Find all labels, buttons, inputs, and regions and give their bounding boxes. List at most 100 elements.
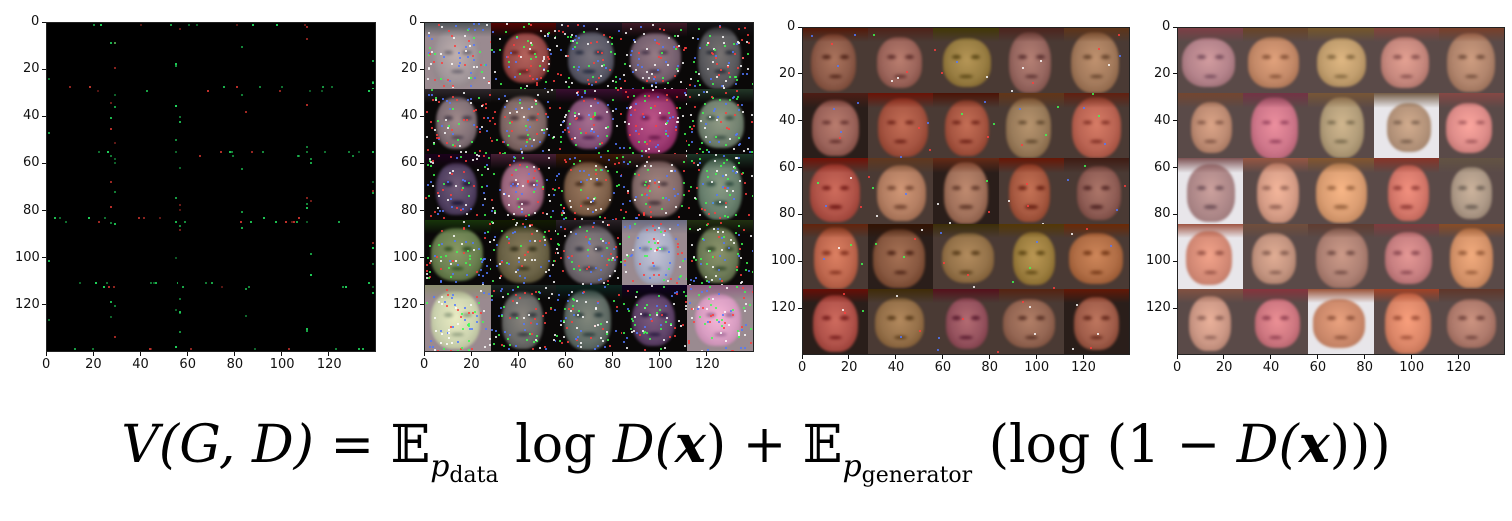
face-sample: [876, 164, 927, 222]
face-sample: [944, 99, 990, 157]
y-tick-mark: [42, 68, 46, 70]
y-tick-label: 0: [31, 14, 40, 29]
grid-cell: [933, 28, 999, 94]
x-tick-label: 100: [269, 357, 295, 372]
formula-x: x: [674, 414, 706, 475]
y-tick-label: 60: [779, 159, 796, 175]
y-tick-mark: [798, 307, 802, 309]
grid-cell: [309, 154, 375, 220]
face-sample: [1319, 97, 1365, 159]
x-tick-mark: [659, 352, 661, 356]
grid-cell: [178, 23, 244, 89]
grid-cell: [243, 219, 310, 286]
y-tick-mark: [420, 21, 424, 23]
generated-image-grid: [802, 27, 1130, 355]
formula-log: log: [498, 415, 613, 475]
face-sample: [942, 37, 992, 88]
y-tick-label: 20: [1154, 65, 1171, 81]
grid-cell: [998, 93, 1064, 159]
grid-cell: [1178, 158, 1244, 224]
x-tick-label: 80: [604, 357, 622, 372]
grid-cell: [1178, 223, 1244, 289]
grid-cell: [556, 23, 622, 89]
x-tick-label: 100: [1399, 360, 1425, 375]
face-sample: [435, 97, 478, 150]
x-tick-mark: [281, 352, 283, 356]
formula-close: ))): [1329, 415, 1391, 475]
x-tick-label: 0: [42, 357, 51, 372]
x-tick-label: 120: [1446, 360, 1471, 375]
y-tick-mark: [420, 210, 424, 212]
face-sample: [502, 32, 549, 83]
generated-image-grid: [46, 22, 376, 352]
grid-cell: [1438, 28, 1504, 94]
y-tick-mark: [420, 68, 424, 70]
grid-cell: [998, 288, 1064, 354]
grid-cell: [556, 154, 622, 220]
y-tick-label: 120: [1146, 300, 1171, 316]
grid-cell: [1308, 288, 1374, 354]
x-tick-label: 20: [840, 360, 858, 375]
x-tick-mark: [1317, 355, 1319, 359]
x-tick-mark: [895, 355, 897, 359]
grid-cell: [1243, 223, 1309, 289]
y-tick-label: 100: [771, 253, 796, 269]
y-tick-label: 40: [1154, 112, 1171, 128]
face-sample: [694, 294, 741, 347]
face-sample: [696, 226, 739, 283]
x-tick-mark: [1035, 355, 1037, 359]
face-sample: [877, 98, 929, 158]
x-tick-mark: [801, 355, 803, 359]
x-tick-mark: [423, 352, 425, 356]
x-tick-mark: [470, 352, 472, 356]
grid-cell: [243, 88, 310, 155]
grid-cell: [112, 88, 179, 155]
grid-cell: [1178, 93, 1244, 159]
y-tick-mark: [798, 213, 802, 215]
x-tick-label: 40: [132, 357, 149, 372]
face-sample: [431, 28, 481, 87]
y-tick-label: 0: [787, 19, 796, 34]
x-tick-label: 60: [557, 357, 574, 372]
face-sample: [1385, 293, 1431, 354]
x-tick-label: 120: [316, 357, 342, 372]
grid-cell: [621, 285, 688, 351]
x-tick-label: 60: [179, 357, 196, 372]
grid-cell: [1438, 158, 1504, 224]
x-tick-mark: [564, 352, 566, 356]
face-sample: [1077, 165, 1121, 220]
formula-plus: ) +: [705, 415, 803, 475]
x-tick-label: 20: [463, 357, 480, 372]
grid-cell: [1373, 93, 1439, 159]
face-sample: [810, 164, 861, 222]
face-sample: [811, 33, 857, 92]
face-sample: [1384, 232, 1432, 285]
x-tick-mark: [1223, 355, 1225, 359]
y-tick-label: 120: [393, 296, 418, 312]
grid-cell: [1063, 28, 1129, 94]
grid-cell: [1243, 93, 1309, 159]
face-sample: [1073, 296, 1119, 350]
y-tick-mark: [42, 162, 46, 164]
x-tick-label: 0: [1173, 360, 1182, 375]
face-sample: [1446, 32, 1495, 93]
y-tick-mark: [42, 115, 46, 117]
face-sample: [1449, 227, 1493, 289]
x-tick-mark: [1270, 355, 1272, 359]
grid-cell: [490, 88, 557, 155]
y-tick-label: 80: [1154, 206, 1171, 222]
face-sample: [1186, 164, 1236, 222]
x-tick-label: 40: [887, 360, 905, 375]
grid-cell: [178, 285, 244, 351]
y-tick-mark: [42, 304, 46, 306]
y-tick-label: 60: [1154, 159, 1171, 175]
x-tick-label: 20: [1215, 360, 1233, 375]
x-tick-mark: [45, 352, 47, 356]
grid-cell: [1438, 93, 1504, 159]
y-tick-mark: [1173, 73, 1177, 75]
x-tick-label: 80: [981, 360, 998, 375]
grid-cell: [621, 23, 688, 89]
x-tick-label: 100: [1024, 360, 1050, 375]
y-tick-mark: [420, 115, 424, 117]
grid-cell: [1308, 158, 1374, 224]
